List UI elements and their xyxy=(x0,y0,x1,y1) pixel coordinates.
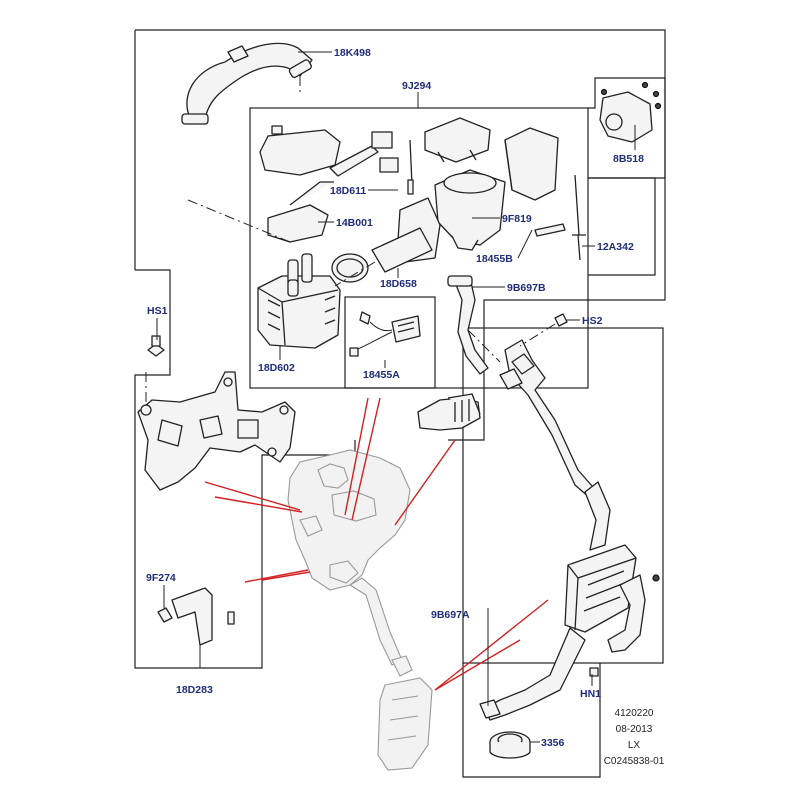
label-18d658[interactable]: 18D658 xyxy=(380,278,417,290)
hs1-frame xyxy=(134,269,356,669)
label-9b697a[interactable]: 9B697A xyxy=(431,609,470,621)
info-diagram-number: 4120220 xyxy=(615,708,654,719)
ghost-silencer xyxy=(377,677,433,771)
rod-12a342 xyxy=(572,174,586,261)
label-18k498[interactable]: 18K498 xyxy=(334,47,371,59)
heater-module-parts xyxy=(259,117,586,283)
ecu-cover xyxy=(259,129,341,176)
part-labels: 18K498 9J294 8B518 18D611 14B001 9F819 1… xyxy=(146,47,644,749)
control-unit xyxy=(424,117,491,163)
label-3356[interactable]: 3356 xyxy=(541,737,565,749)
label-8b518[interactable]: 8B518 xyxy=(613,153,644,165)
air-duct xyxy=(504,127,559,201)
label-12a342[interactable]: 12A342 xyxy=(597,241,634,253)
label-9j294[interactable]: 9J294 xyxy=(402,80,431,92)
heater-unit-18d602 xyxy=(257,253,341,349)
label-9b697b[interactable]: 9B697B xyxy=(507,282,546,294)
frames xyxy=(134,29,666,778)
label-18455a[interactable]: 18455A xyxy=(363,369,400,381)
bracket-hs1 xyxy=(137,335,296,491)
box-3356 xyxy=(462,663,601,778)
label-18455b[interactable]: 18455B xyxy=(476,253,513,265)
hose-9b697b xyxy=(447,275,489,375)
box-9f819 xyxy=(588,177,656,276)
bracket-9f274 xyxy=(157,587,235,646)
pump-8b518 xyxy=(599,81,662,143)
outer-frame xyxy=(135,29,666,441)
burner-tube-18d658 xyxy=(371,227,433,273)
bracket-14b001 xyxy=(267,204,329,243)
ghost-engine-block xyxy=(287,449,411,591)
highlight-lines xyxy=(204,397,549,691)
label-9f274[interactable]: 9F274 xyxy=(146,572,176,584)
label-9f819[interactable]: 9F819 xyxy=(502,213,532,225)
label-14b001[interactable]: 14B001 xyxy=(336,217,373,229)
hose-18k498 xyxy=(181,42,313,125)
label-hn1[interactable]: HN1 xyxy=(580,688,601,700)
exhaust-bracket xyxy=(607,574,646,653)
info-block: 4120220 08-2013 LX C0245838-01 xyxy=(604,708,665,767)
label-hs1[interactable]: HS1 xyxy=(147,305,168,317)
ghost-engine xyxy=(287,449,433,771)
exhaust-9b697a xyxy=(479,313,660,721)
info-reference: C0245838-01 xyxy=(604,756,665,767)
box-18455a xyxy=(344,296,436,389)
leaders xyxy=(145,51,636,743)
harness-18455a xyxy=(349,311,421,357)
info-model: LX xyxy=(628,740,641,751)
label-18d602[interactable]: 18D602 xyxy=(258,362,295,374)
grommet-3356 xyxy=(489,731,531,759)
wiring-harness xyxy=(329,145,379,177)
label-18d283[interactable]: 18D283 xyxy=(176,684,213,696)
ghost-exhaust-pipe xyxy=(348,577,403,666)
elbow-connector xyxy=(417,393,481,431)
info-date: 08-2013 xyxy=(616,724,653,735)
label-18d611[interactable]: 18D611 xyxy=(330,185,366,197)
label-hs2[interactable]: HS2 xyxy=(582,315,603,327)
